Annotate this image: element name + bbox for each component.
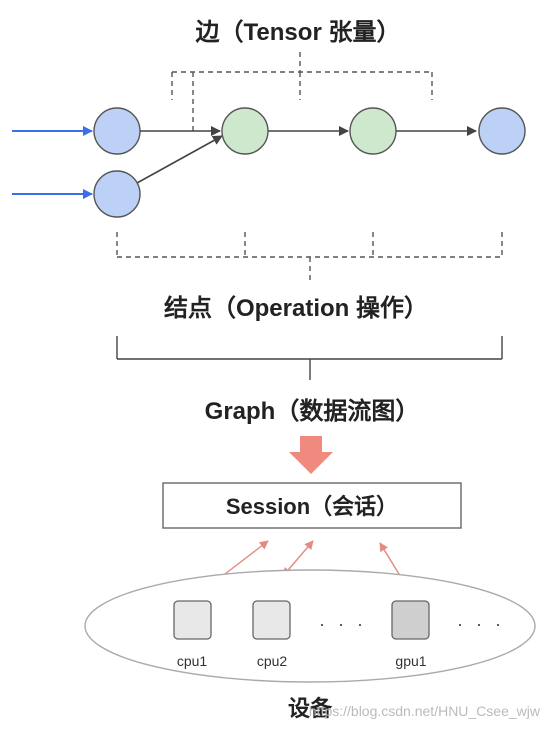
node-title: 结点（Operation 操作） [164, 295, 428, 322]
device-ellipsis-2: · · · [457, 614, 505, 634]
graph-title: Graph（数据流图） [205, 398, 420, 425]
device-cpu2-chip [252, 600, 291, 640]
session-box [162, 482, 462, 529]
device-title: 设备 [288, 696, 333, 721]
graph-to-session-arrow [289, 436, 333, 474]
session-label: Session（会话） [226, 494, 398, 519]
input-node-2 [93, 170, 141, 218]
device-cpu2-label: cpu2 [257, 653, 288, 669]
watermark-text: https://blog.csdn.net/HNU_Csee_wjw [309, 703, 541, 719]
device-cpu1-label: cpu1 [177, 653, 208, 669]
output-node [478, 107, 526, 155]
device-cpu1-chip [173, 600, 212, 640]
edge-title: 边（Tensor 张量） [196, 19, 401, 46]
edge-n2-n3 [136, 135, 223, 184]
node-bracket [116, 232, 503, 280]
input-node-1 [93, 107, 141, 155]
device-ellipse [84, 569, 536, 683]
operation-node-1 [221, 107, 269, 155]
operation-node-2 [349, 107, 397, 155]
graph-bracket [116, 336, 503, 380]
device-ellipsis-1: · · · [319, 614, 367, 634]
device-gpu1-chip [391, 600, 430, 640]
device-gpu1-label: gpu1 [395, 653, 426, 669]
edge-bracket [171, 52, 433, 132]
